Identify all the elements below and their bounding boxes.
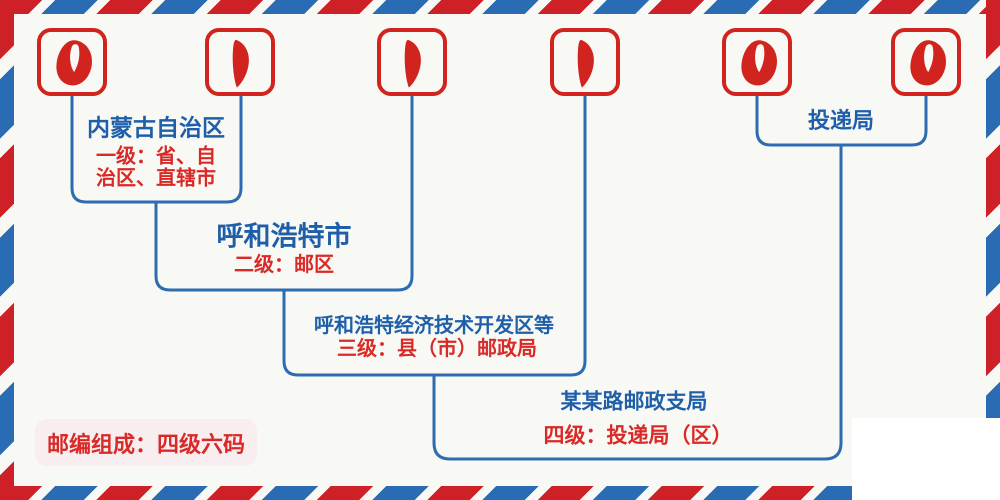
level4-place-label: 某某路邮政支局 <box>560 388 708 414</box>
digit-glyph-2 <box>232 39 249 88</box>
level1-desc-line2: 治区、直辖市 <box>96 165 216 189</box>
badge-text: 邮编组成：四级六码 <box>46 431 245 458</box>
level2-place-label: 呼和浩特市 <box>216 221 352 253</box>
digit-glyph-4 <box>577 39 594 88</box>
digit-glyph-1 <box>56 40 93 86</box>
level2-desc-label: 二级：邮区 <box>234 252 334 277</box>
bottom-right-white-patch <box>852 418 1000 500</box>
airmail-border-left <box>0 0 14 500</box>
level1-desc-line1: 一级：省、自 <box>96 143 216 168</box>
digit-box-2 <box>205 28 275 96</box>
digit-box-3 <box>377 28 447 96</box>
bracket-level4 <box>432 143 843 461</box>
postal-code-composition-badge: 邮编组成：四级六码 <box>35 419 257 466</box>
digit-glyph-3 <box>404 39 421 88</box>
level3-place-label: 呼和浩特经济技术开发区等 <box>314 313 554 338</box>
level1-desc-label: 一级：省、自 治区、直辖市 <box>96 145 216 188</box>
digit-glyph-5 <box>741 40 778 86</box>
digit-glyph-6 <box>910 40 947 86</box>
level3-desc-label: 三级：县（市）邮政局 <box>337 336 537 361</box>
airmail-border-bottom <box>0 486 1000 500</box>
digit-box-6 <box>891 28 961 96</box>
bracket-delivery-office <box>755 93 928 147</box>
level1-place-label: 内蒙古自治区 <box>87 114 225 142</box>
digit-box-1 <box>37 28 107 96</box>
digit-box-4 <box>550 28 620 96</box>
airmail-border-right <box>986 0 1000 500</box>
airmail-border-top <box>0 0 1000 14</box>
delivery-office-label: 投递局 <box>807 108 875 135</box>
level4-desc-label: 四级：投递局（区） <box>543 422 733 448</box>
digit-box-5 <box>722 28 792 96</box>
